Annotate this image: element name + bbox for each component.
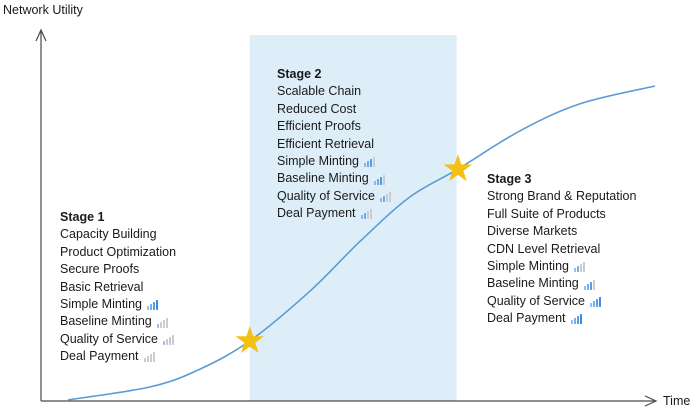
signal-bars-icon: [573, 261, 586, 273]
signal-bars-icon: [373, 174, 386, 185]
milestone-star-icon: [443, 154, 473, 182]
stage-feature: Efficient Retrieval: [277, 136, 375, 151]
stage-feature: Scalable Chain: [277, 84, 362, 99]
signal-bars-icon: [156, 317, 169, 328]
stage-metric: Deal Payment: [277, 205, 392, 222]
signal-bars-icon: [583, 279, 596, 290]
metric-label: Quality of Service: [487, 293, 585, 308]
stage-metric: Deal Payment: [487, 310, 636, 327]
metric-label: Baseline Minting: [60, 314, 152, 329]
stage-feature: Strong Brand & Reputation: [487, 189, 637, 204]
metric-label: Deal Payment: [277, 206, 356, 221]
metric-label: Deal Payment: [487, 311, 566, 326]
metric-label: Quality of Service: [277, 188, 375, 203]
stage-title: Stage 3: [487, 172, 532, 186]
stage-metric: Quality of Service: [487, 293, 636, 310]
stage-1-block: Stage 1 Capacity Building Product Optimi…: [60, 209, 176, 366]
stage-metric: Quality of Service: [277, 188, 392, 205]
milestone-star-icon: [235, 325, 264, 353]
metric-label: Baseline Minting: [277, 171, 369, 186]
metric-label: Simple Minting: [277, 154, 359, 169]
signal-bars-icon: [162, 334, 175, 346]
stage-feature: Basic Retrieval: [60, 279, 144, 294]
signal-bars-icon: [589, 296, 602, 308]
metric-label: Deal Payment: [60, 349, 139, 364]
stage-metric: Baseline Minting: [487, 275, 636, 292]
metric-label: Baseline Minting: [487, 276, 579, 291]
signal-bars-icon: [363, 156, 376, 168]
stage-metric: Simple Minting: [487, 258, 636, 275]
stage-feature: Efficient Proofs: [277, 119, 361, 134]
y-axis-label: Network Utility: [3, 3, 83, 17]
utility-curve: [67, 85, 656, 401]
stage-title: Stage 1: [60, 210, 105, 224]
stage-feature: Secure Proofs: [60, 262, 140, 277]
stage-metric: Deal Payment: [60, 348, 176, 365]
metric-label: Quality of Service: [60, 331, 158, 346]
stage-feature: Full Suite of Products: [487, 206, 606, 221]
signal-bars-icon: [570, 313, 583, 325]
signal-bars-icon: [146, 299, 159, 311]
metric-label: Simple Minting: [60, 297, 142, 312]
stage-feature: Product Optimization: [60, 244, 177, 259]
stage-metric: Quality of Service: [60, 331, 176, 348]
stage-metric: Baseline Minting: [277, 170, 392, 187]
stage-3-block: Stage 3 Strong Brand & Reputation Full S…: [487, 171, 636, 328]
x-axis-label: Time: [663, 394, 691, 408]
stage-feature: Diverse Markets: [487, 224, 578, 239]
stage-2-block: Stage 2 Scalable Chain Reduced Cost Effi…: [277, 66, 392, 223]
metric-label: Simple Minting: [487, 259, 569, 274]
stage-metric: Simple Minting: [60, 296, 176, 313]
stage-feature: Reduced Cost: [277, 101, 357, 116]
stage-metric: Simple Minting: [277, 153, 392, 170]
stage-feature: CDN Level Retrieval: [487, 241, 601, 256]
stage-title: Stage 2: [277, 67, 322, 81]
stage-metric: Baseline Minting: [60, 313, 176, 330]
signal-bars-icon: [143, 351, 156, 363]
signal-bars-icon: [379, 191, 392, 203]
stage-feature: Capacity Building: [60, 227, 157, 242]
signal-bars-icon: [360, 208, 373, 220]
